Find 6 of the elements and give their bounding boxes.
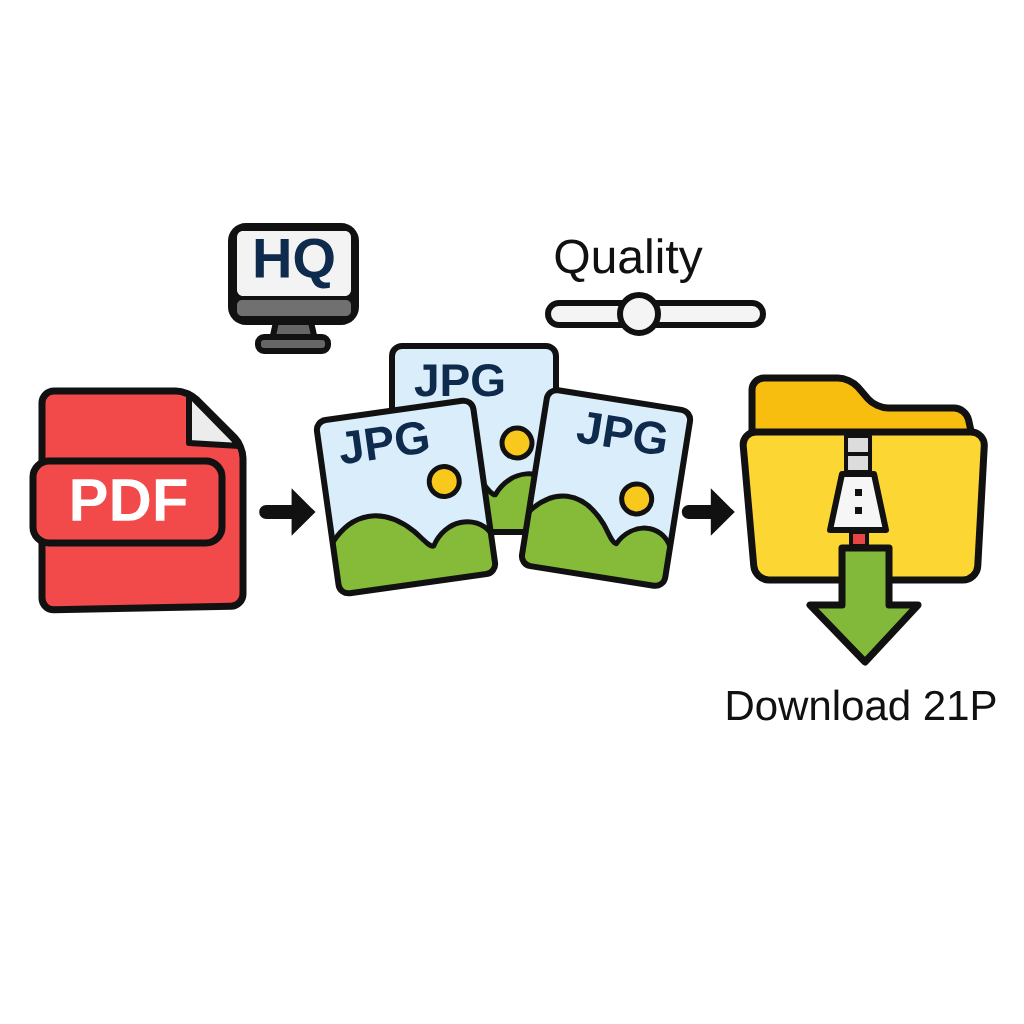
- image-card: JPG: [313, 397, 499, 597]
- node-label: JPG: [414, 364, 504, 397]
- folder-icon: [739, 374, 988, 666]
- node-label: Download 21P: [727, 689, 996, 721]
- image-card: JPG: [518, 387, 694, 589]
- slider-label: Quality: [555, 238, 703, 283]
